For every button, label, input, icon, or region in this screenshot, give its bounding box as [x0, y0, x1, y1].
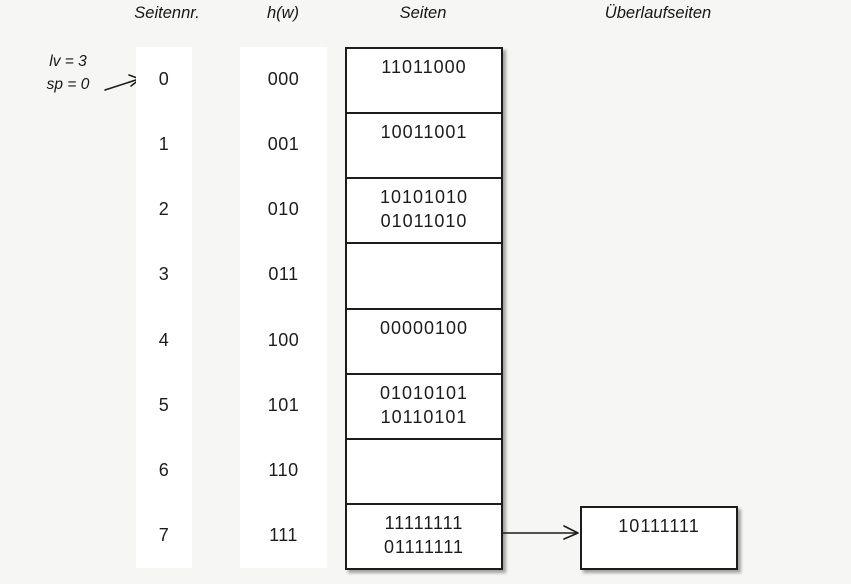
page-entry: 11111111: [384, 512, 464, 533]
hash-value: 010: [267, 199, 300, 220]
page-number: 5: [158, 394, 170, 415]
page-entry: 11011000: [381, 57, 467, 77]
hash-value: 100: [267, 329, 300, 350]
page-entry: 01010101: [379, 382, 469, 403]
page-entry: 10011001: [380, 122, 468, 143]
level-label: lv = 3: [49, 53, 87, 70]
page-cell-2: 10101010 01011010: [347, 179, 501, 245]
column-header-page-number: Seitennr.: [134, 4, 200, 22]
page-number: 0: [158, 69, 170, 90]
split-pointer-label: sp = 0: [46, 76, 90, 93]
column-header-overflow-pages: Überlaufseiten: [604, 4, 712, 22]
hash-value: 110: [268, 459, 299, 480]
page-cell-4: 00000100: [347, 310, 501, 375]
page-number: 3: [158, 264, 170, 285]
page-entry: 10101010: [379, 187, 469, 208]
page-number: 4: [158, 329, 170, 350]
pages-table: 11011000 10011001 10101010 01011010 0000…: [345, 47, 503, 570]
page-number-column: 0 1 2 3 4 5 6 7: [136, 47, 192, 568]
page-cell-3: [347, 244, 501, 310]
column-header-pages: Seiten: [399, 4, 447, 22]
page-entry: 00000100: [379, 317, 469, 338]
page-number: 1: [158, 134, 170, 155]
hash-value-column: 000 001 010 011 100 101 110 111: [240, 47, 327, 568]
page-number: 7: [158, 524, 170, 545]
page-cell-5: 01010101 10110101: [347, 375, 501, 440]
page-cell-1: 10011001: [347, 114, 501, 180]
page-number: 6: [158, 459, 170, 480]
page-cell-0: 11011000: [347, 49, 501, 115]
column-header-hash-function: h(w): [266, 4, 300, 22]
page-entry: 01011010: [380, 211, 468, 232]
hash-value: 111: [269, 524, 298, 545]
page-cell-7: 11111111 01111111: [347, 505, 501, 568]
overflow-entry: 10111111: [618, 516, 700, 536]
hash-value: 001: [267, 134, 300, 155]
hash-value: 011: [268, 264, 299, 285]
page-number: 2: [158, 199, 170, 220]
overflow-link-arrow-icon: [501, 525, 579, 540]
hash-value: 101: [267, 394, 300, 415]
state-annotation: lv = 3 sp = 0: [30, 50, 106, 96]
overflow-page-box: 10111111: [580, 506, 738, 570]
page-entry: 10110101: [380, 406, 468, 427]
page-entry: 01111111: [383, 536, 465, 557]
page-cell-6: [347, 440, 501, 505]
hash-value: 000: [267, 69, 300, 90]
